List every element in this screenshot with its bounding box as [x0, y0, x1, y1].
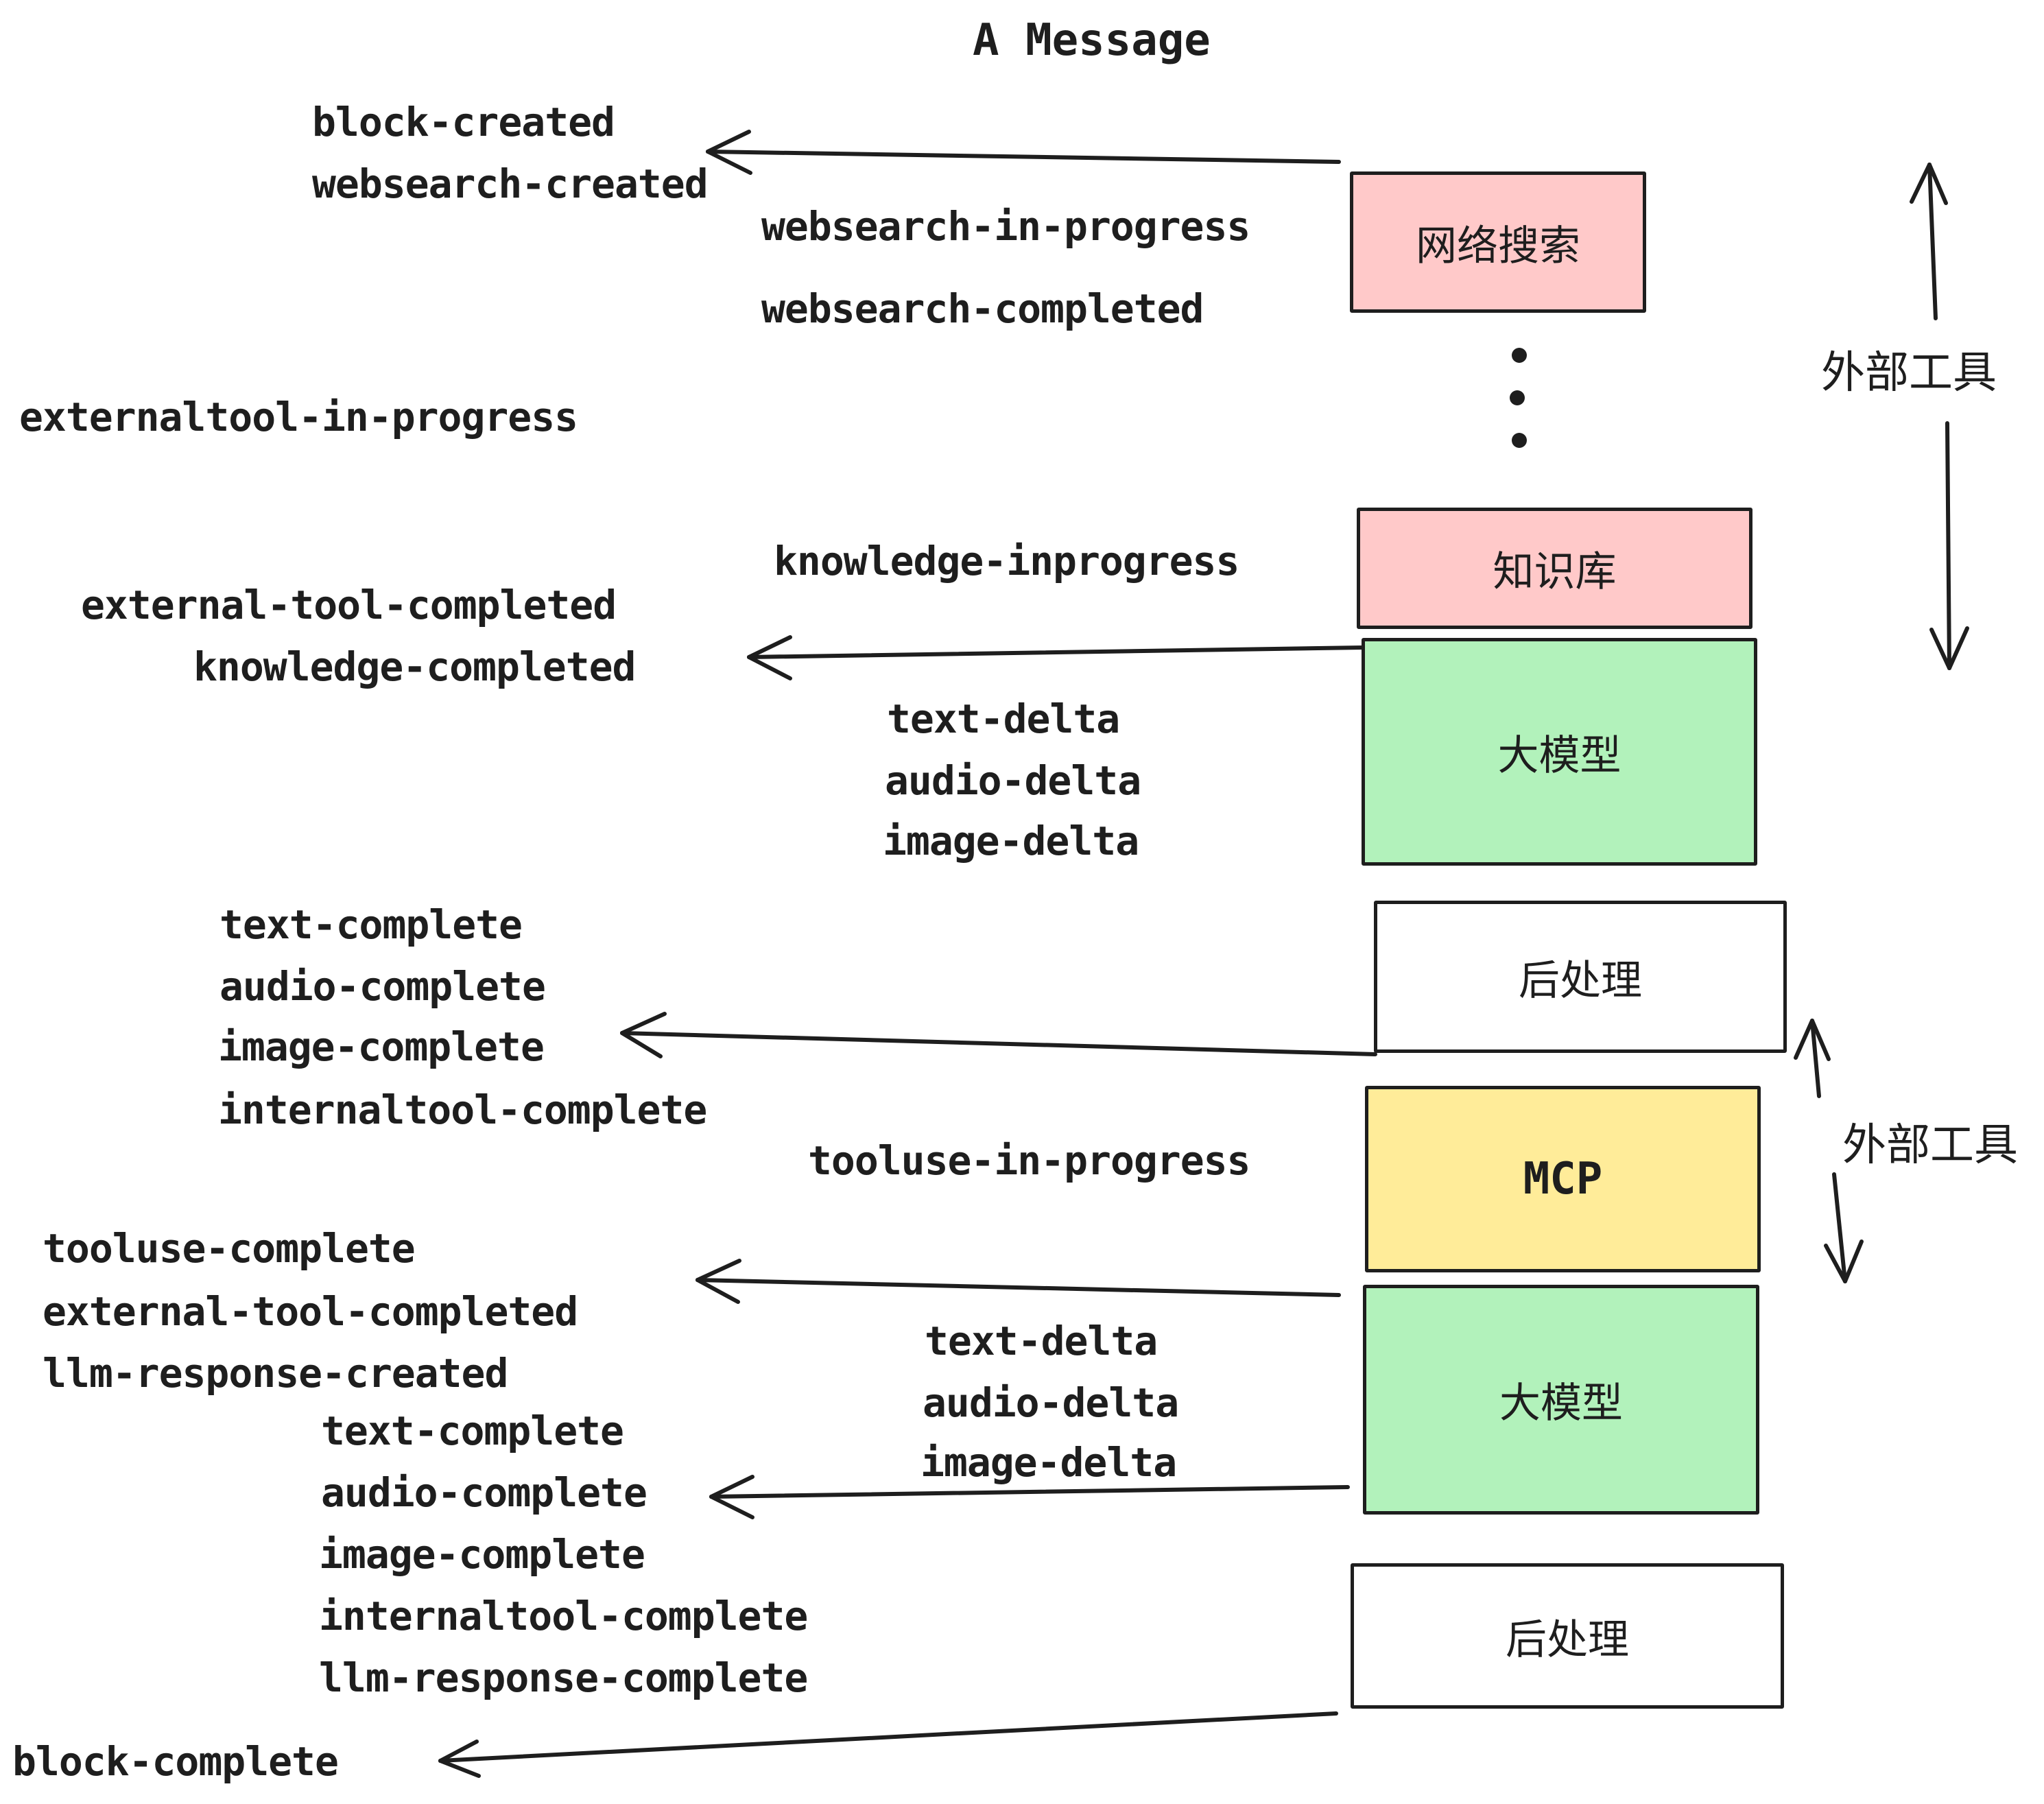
external-tools-2-up-arrow-icon	[1794, 1019, 1831, 1098]
box-websearch-label: 网络搜索	[1416, 222, 1580, 269]
box-llm-2: 大模型	[1363, 1285, 1759, 1515]
event-label-audio-complete-1: audio-complete	[219, 963, 546, 1010]
event-label-external-tool-completed-2: external-tool-completed	[43, 1288, 578, 1335]
box-llm-2-label: 大模型	[1499, 1380, 1623, 1426]
event-label-websearch-completed: websearch-completed	[761, 285, 1204, 332]
external-tools-up-arrow-icon	[1910, 163, 1948, 320]
event-label-block-complete: block-complete	[12, 1738, 339, 1785]
event-label-audio-delta-1: audio-delta	[885, 757, 1141, 804]
arrow-to-image-complete-icon	[620, 1012, 1377, 1058]
event-label-text-complete-2: text-complete	[321, 1408, 624, 1454]
side-label-external-tools-bottom: 外部工具	[1842, 1120, 2018, 1170]
event-label-image-complete-2: image-complete	[319, 1531, 645, 1578]
box-postprocess-1-label: 后处理	[1519, 957, 1642, 1004]
event-label-knowledge-completed: knowledge-completed	[193, 643, 636, 690]
event-label-llm-response-complete: llm-response-complete	[319, 1654, 808, 1701]
event-label-externaltool-in-progress: externaltool-in-progress	[19, 394, 578, 440]
box-websearch: 网络搜索	[1350, 171, 1646, 313]
external-tools-2-down-arrow-icon	[1824, 1172, 1864, 1283]
box-knowledge-label: 知识库	[1493, 549, 1617, 595]
event-label-image-delta-2: image-delta	[920, 1439, 1177, 1486]
event-label-audio-delta-2: audio-delta	[923, 1379, 1179, 1426]
diagram-title: A Message	[973, 15, 1211, 66]
arrow-to-block-complete-icon	[438, 1711, 1338, 1778]
box-knowledge: 知识库	[1357, 508, 1752, 629]
event-label-tooluse-in-progress: tooluse-in-progress	[808, 1137, 1250, 1184]
box-postprocess-2-label: 后处理	[1506, 1616, 1629, 1663]
arrow-to-websearch-created-icon	[706, 130, 1341, 175]
event-label-websearch-created: websearch-created	[312, 161, 709, 207]
side-label-external-tools-top: 外部工具	[1821, 348, 1997, 397]
box-llm-1: 大模型	[1362, 638, 1757, 866]
event-label-text-delta-1: text-delta	[887, 696, 1120, 742]
event-label-audio-complete-2: audio-complete	[321, 1469, 647, 1516]
ellipsis-dots-icon	[1510, 348, 1527, 448]
arrow-to-knowledge-completed-icon	[747, 635, 1365, 680]
event-label-internaltool-complete-1: internaltool-complete	[218, 1087, 707, 1133]
event-label-websearch-in-progress: websearch-in-progress	[761, 203, 1250, 250]
box-postprocess-2: 后处理	[1351, 1563, 1784, 1709]
event-label-text-delta-2: text-delta	[925, 1318, 1158, 1364]
event-label-tooluse-complete: tooluse-complete	[43, 1225, 416, 1272]
event-label-image-delta-1: image-delta	[883, 818, 1139, 864]
event-label-external-tool-completed: external-tool-completed	[81, 582, 617, 628]
event-label-block-created: block-created	[312, 99, 615, 145]
event-label-llm-response-created: llm-response-created	[43, 1350, 508, 1397]
event-label-knowledge-inprogress: knowledge-inprogress	[774, 538, 1239, 584]
event-label-image-complete-1: image-complete	[218, 1023, 545, 1070]
external-tools-down-arrow-icon	[1929, 421, 1969, 670]
box-postprocess-1: 后处理	[1374, 901, 1787, 1053]
box-llm-1-label: 大模型	[1497, 732, 1621, 779]
box-mcp: MCP	[1365, 1086, 1761, 1272]
box-mcp-label: MCP	[1523, 1154, 1603, 1204]
arrow-to-tooluse-complete-icon	[696, 1259, 1341, 1304]
event-label-internaltool-complete-2: internaltool-complete	[319, 1593, 808, 1639]
event-label-text-complete-1: text-complete	[219, 901, 523, 948]
